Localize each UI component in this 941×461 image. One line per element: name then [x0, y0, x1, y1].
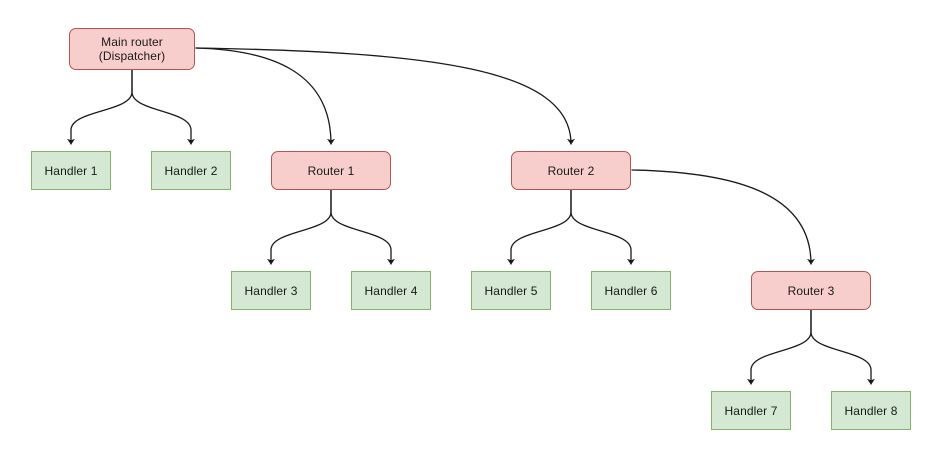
edge-router2-handler6: [570, 189, 635, 265]
node-handler-4[interactable]: Handler 4: [351, 271, 431, 310]
edge-router2-handler5: [507, 189, 572, 265]
edge-router3-handler8: [810, 309, 875, 385]
node-label-router-1: Router 1: [307, 163, 355, 178]
node-handler-3[interactable]: Handler 3: [231, 271, 311, 310]
node-main-router[interactable]: Main router (Dispatcher): [69, 28, 195, 70]
node-label-handler-4: Handler 4: [364, 283, 418, 298]
edge-main-router2: [195, 47, 575, 145]
edge-main-handler1: [67, 69, 133, 145]
node-label-handler-2: Handler 2: [164, 163, 218, 178]
node-handler-6[interactable]: Handler 6: [591, 271, 671, 310]
node-label-handler-6: Handler 6: [604, 283, 658, 298]
node-router-3[interactable]: Router 3: [751, 271, 871, 310]
node-label-handler-7: Handler 7: [724, 403, 778, 418]
edge-router2-router3: [631, 169, 815, 265]
node-handler-7[interactable]: Handler 7: [711, 391, 791, 430]
node-label-handler-3: Handler 3: [244, 283, 298, 298]
node-router-2[interactable]: Router 2: [511, 151, 631, 190]
node-label-handler-1: Handler 1: [44, 163, 98, 178]
node-label-handler-8: Handler 8: [844, 403, 898, 418]
node-label-main-router: Main router (Dispatcher): [98, 35, 166, 63]
node-label-router-3: Router 3: [787, 283, 835, 298]
edge-router1-handler4: [330, 189, 395, 265]
node-label-router-2: Router 2: [547, 163, 595, 178]
edges-group: [67, 47, 875, 385]
node-handler-2[interactable]: Handler 2: [151, 151, 231, 190]
node-handler-8[interactable]: Handler 8: [831, 391, 911, 430]
node-label-handler-5: Handler 5: [484, 283, 538, 298]
edge-router3-handler7: [747, 309, 812, 385]
node-router-1[interactable]: Router 1: [271, 151, 391, 190]
node-handler-5[interactable]: Handler 5: [471, 271, 551, 310]
edge-router1-handler3: [267, 189, 332, 265]
node-handler-1[interactable]: Handler 1: [31, 151, 111, 190]
edge-main-router1: [195, 47, 335, 145]
edge-main-handler2: [131, 69, 195, 145]
